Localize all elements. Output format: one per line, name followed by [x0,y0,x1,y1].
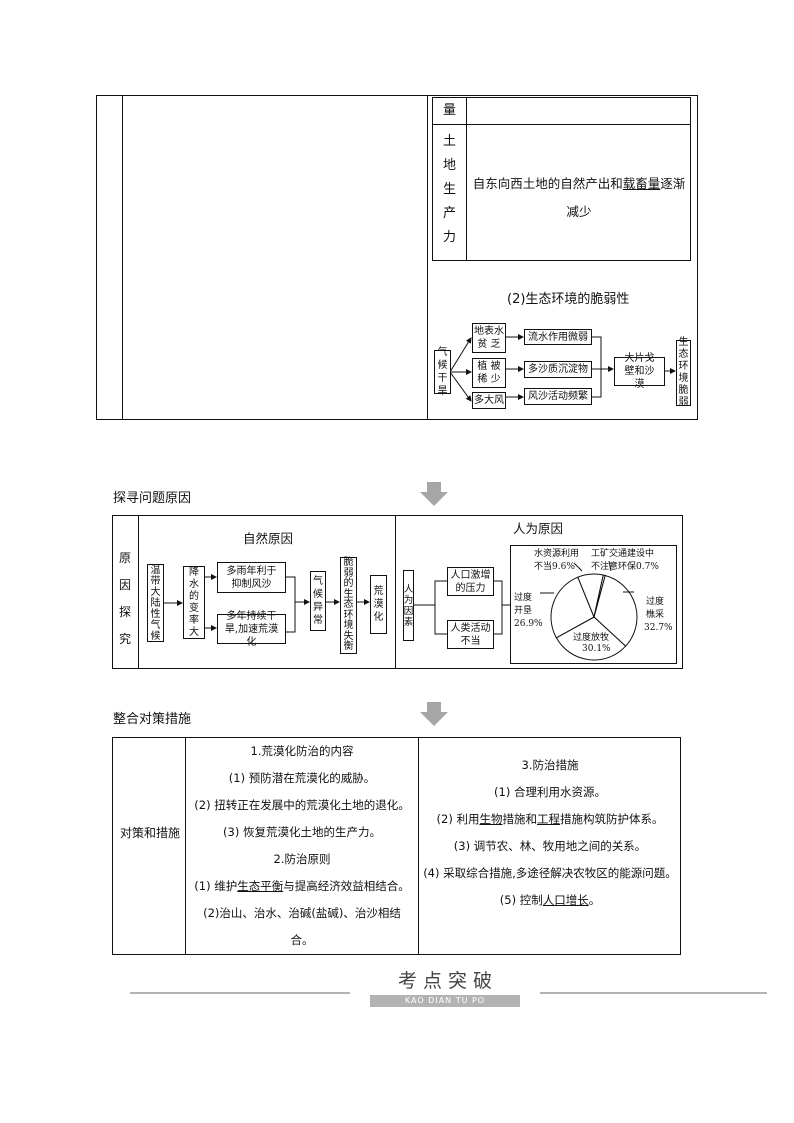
pie-slice-2 [550,576,595,639]
label-qiaocai-1: 过度 [646,597,665,607]
box-precip-variability: 降水的变率大 [183,566,205,639]
box-temperate-climate: 温带大陆性气候 [147,564,164,642]
measures-side-label: 对策和措施 [119,826,180,840]
down-arrow-icon [420,482,448,506]
pie-slice-4 [593,574,606,618]
box-human-factors: 人为因素 [403,570,414,641]
flow-box-weak-runoff: 流水作用微弱 [524,329,592,345]
measures-col-measures: 3.防治措施 (1) 合理利用水资源。 (2) 利用生物措施和工程措施构筑防护体… [423,758,677,907]
footer-line-right [540,992,767,994]
causes-side-label: 原因探究 [119,551,132,646]
row-label-liang: 量 [443,103,457,118]
divider [395,515,396,669]
label-qiaocai-2: 樵采 [646,610,665,620]
box-population-pressure: 人口激增的压力 [447,567,494,596]
flow-box-sandy-deposits: 多沙质沉淀物 [524,361,592,378]
divider [427,95,428,420]
flow-box-climate-drought: 气候干旱 [434,347,451,397]
section-heading-measures: 整合对策措施 [113,712,192,727]
label-water-2: 不当9.6% [534,562,575,572]
top-table [96,95,698,420]
box-desertification: 荒漠化 [370,575,387,634]
pie-chart [540,560,638,661]
down-arrow-icon [420,702,448,726]
flow-box-vegetation: 植 被 稀 少 [472,358,506,388]
box-improper-activity: 人类活动不当 [447,620,494,649]
label-water-1: 水资源利用 [534,549,580,559]
row-label-land: 土地生产力 [443,134,457,245]
label-kaiken-3: 26.9% [514,619,543,629]
label-kaiken-1: 过度 [514,593,533,603]
box-climate-anomaly: 气候异常 [310,571,326,631]
pie-chart-frame [510,545,677,664]
label-mine-2: 不注意环保0.7% [591,562,659,572]
divider [466,97,467,261]
footer-subtitle: KAO DIAN TU PO [370,995,520,1007]
measures-col-content-principles: 1.荒漠化防治的内容 (1) 预防潜在荒漠化的威胁。 (2) 扭转正在发展中的荒… [194,744,410,947]
flow-box-wind: 多大风 [472,392,506,409]
flow-box-sand-activity: 风沙活动频繁 [524,388,592,405]
pie-leader-line [573,562,583,572]
box-drought-years: 多年持续干旱,加速荒漠化 [217,611,286,648]
pie-slice-1 [555,616,627,661]
label-qiaocai-3: 32.7% [644,623,673,633]
pie-leader-line [608,560,612,572]
row-land-text: 自东向西土地的自然产出和载畜量逐渐减少 [472,176,686,219]
label-fangmu-2: 30.1% [582,644,611,654]
measures-table [112,737,681,955]
inner-table [432,97,691,261]
footer-line-left [130,992,350,994]
section-heading-causes: 探寻问题原因 [113,491,192,506]
divider [418,737,419,955]
causes-box [112,515,683,669]
pie-slice-0 [593,574,638,647]
divider [432,124,691,125]
divider [122,95,123,420]
flow-box-surface-water: 地表水贫 乏 [472,323,506,353]
label-fangmu-1: 过度放牧 [573,633,610,643]
human-title: 人为原因 [513,521,564,536]
natural-title: 自然原因 [243,531,294,546]
flow-box-gobi-desert: 大片戈壁和沙漠 [614,353,665,390]
footer-title: 考 点 突 破 [397,970,493,992]
flow-box-fragile-eco: 生态环境脆弱 [676,337,691,408]
eco-title: (2)生态环境的脆弱性 [507,292,630,307]
label-kaiken-2: 开垦 [514,606,533,616]
label-mine-1: 工矿交通建设中 [591,549,655,559]
divider [185,737,186,955]
box-wet-years: 多雨年利于抑制风沙 [217,562,286,593]
divider [138,515,139,669]
box-eco-imbalance: 脆弱的生态环境失衡 [340,557,357,654]
